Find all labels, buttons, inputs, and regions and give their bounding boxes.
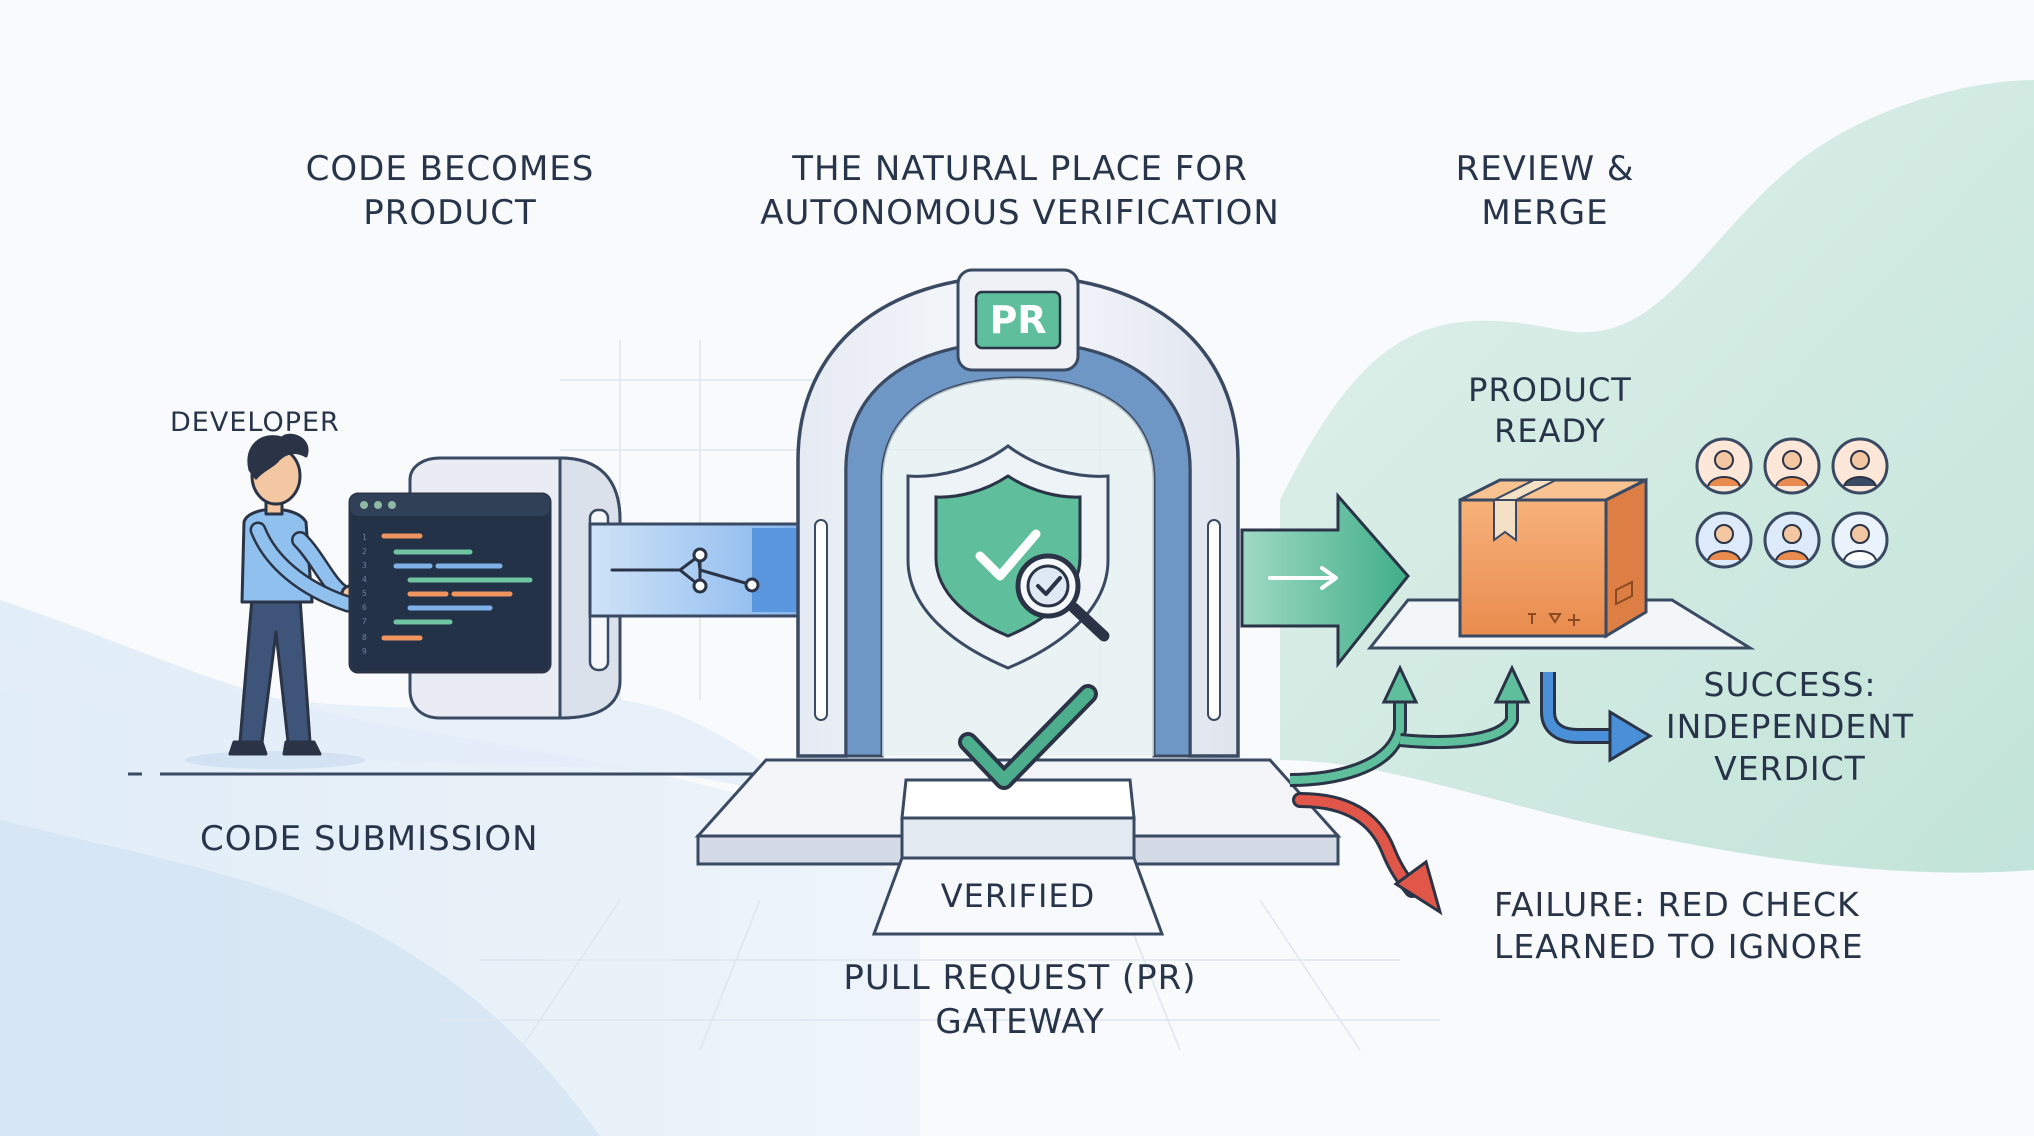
svg-text:4: 4 [362,575,367,584]
natural-place-label: THE NATURAL PLACE FOR AUTONOMOUS VERIFIC… [760,149,1280,233]
verdict-arrows [1289,664,1531,787]
magnifier-check-icon [1015,553,1110,642]
svg-text:5: 5 [362,589,367,598]
reviewer-avatar-icon [1763,511,1821,569]
reviewer-avatar-icon [1695,437,1753,495]
gateway-platform [694,758,1342,936]
svg-text:2: 2 [362,547,367,556]
reviewer-avatar-icon [1763,437,1821,495]
package-box-icon [1458,477,1648,639]
reviewer-avatar-icon [1831,437,1889,495]
success-arrow [1540,672,1653,763]
svg-text:1: 1 [362,533,367,542]
failure-label: FAILURE: RED CHECK LEARNED TO IGNORE [1494,885,1864,967]
pr-gateway-label: PULL REQUEST (PR) GATEWAY [843,958,1197,1043]
checkmark-icon [958,684,1098,790]
success-label: SUCCESS: INDEPENDENT VERDICT [1665,665,1915,789]
svg-text:7: 7 [362,617,367,626]
verified-label: VERIFIED [940,877,1096,915]
failure-key: FAILURE: [1494,885,1647,924]
code-submission-label: CODE SUBMISSION [200,819,539,859]
svg-text:3: 3 [362,561,367,570]
developer-person-icon [228,433,360,756]
reviewer-avatar-icon [1695,511,1753,569]
reviewer-avatar-icon [1831,511,1889,569]
developer-label: DEVELOPER [170,407,340,438]
svg-text:6: 6 [362,603,367,612]
code-pipeline [588,522,802,618]
reviewers-group [1695,437,1889,569]
arrow-icon [1240,492,1410,669]
review-merge-label: REVIEW & MERGE [1455,149,1635,233]
failure-arrow [1292,792,1443,916]
code-screen-icon: 1 2 3 4 5 6 7 8 9 [348,492,552,674]
code-becomes-product-label: CODE BECOMES PRODUCT [305,149,595,233]
svg-text:8: 8 [362,633,367,642]
product-ready-label: PRODUCT READY [1468,371,1632,450]
pr-badge: PR [989,298,1047,342]
svg-text:9: 9 [362,647,367,656]
